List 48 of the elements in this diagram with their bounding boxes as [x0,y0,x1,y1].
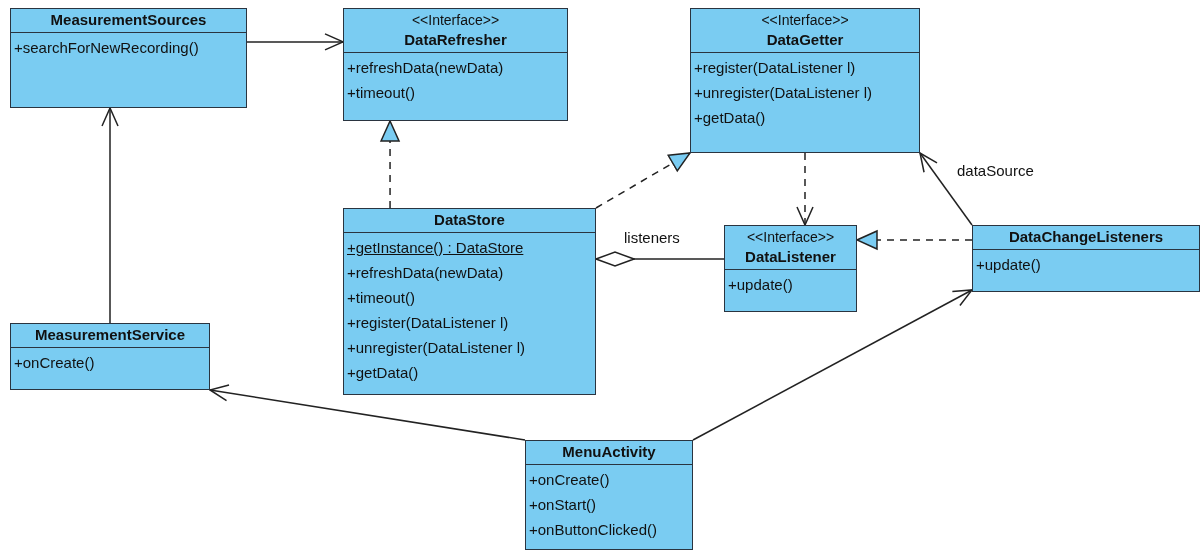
method-text: +refreshData(newData) [347,58,504,78]
method-text: +getInstance() : DataStore [347,238,524,258]
method-text: +searchForNewRecording() [14,38,199,58]
stereotype-label: <<Interface>> [761,11,849,30]
connector-arrow [919,152,973,226]
class-name: MeasurementService [34,325,186,345]
connector-arrow [595,152,691,209]
method-text: +onCreate() [529,470,610,490]
class-name: DataRefresher [404,30,507,50]
connector-arrow [856,230,973,250]
stereotype-label: <<Interface>> [411,11,500,30]
class-box [343,8,568,121]
class-box [343,208,596,395]
class-box [972,225,1200,292]
stereotype-label: <<Interface>> [746,228,835,247]
class-name: DataGetter [766,30,844,50]
method-text: +getData() [694,108,766,128]
class-name: DataListener [745,247,836,267]
method-text: +onButtonClicked() [529,520,657,540]
edge-label: dataSource [955,162,1036,179]
method-text: +timeout() [347,83,415,103]
class-name: DataChangeListeners [1008,227,1164,247]
connector-arrow [246,33,344,51]
connector-arrow [209,384,526,441]
method-text: +register(DataListener l) [694,58,856,78]
class-box [10,323,210,390]
method-text: +update() [728,275,793,295]
edge-label: listeners [622,229,682,246]
connector-arrow [692,289,973,441]
class-box [724,225,857,312]
method-text: +getData() [347,363,419,383]
connector-arrow [101,107,119,324]
class-box [690,8,920,153]
class-box [10,8,247,108]
method-text: +refreshData(newData) [347,263,504,283]
connector-arrow [796,152,814,226]
method-text: +update() [976,255,1041,275]
connector-arrow [380,120,400,209]
method-text: +register(DataListener l) [347,313,509,333]
method-text: +onCreate() [14,353,95,373]
method-text: +unregister(DataListener l) [694,83,872,103]
class-name: MenuActivity [562,442,656,462]
method-text: +timeout() [347,288,415,308]
method-text: +onStart() [529,495,597,515]
method-text: +unregister(DataListener l) [347,338,525,358]
class-name: MeasurementSources [50,10,207,30]
class-name: DataStore [434,210,505,230]
class-box [525,440,693,550]
